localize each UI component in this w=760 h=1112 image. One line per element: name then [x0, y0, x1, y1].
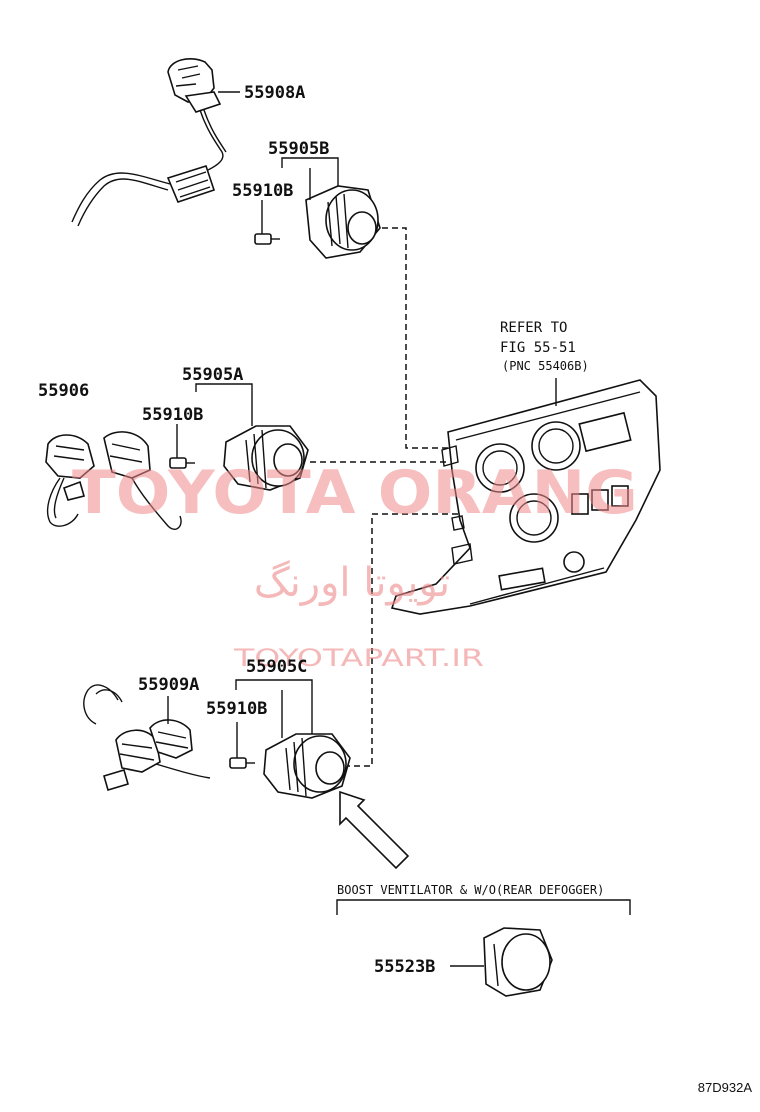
- condition-note: BOOST VENTILATOR & W/O(REAR DEFOGGER): [337, 883, 604, 897]
- part-55906-harness: [45, 431, 182, 530]
- label-55909A: 55909A: [138, 675, 199, 695]
- part-55908A-harness: [71, 58, 227, 227]
- label-55910B-mid: 55910B: [142, 405, 203, 425]
- label-55523B: 55523B: [374, 957, 435, 977]
- part-55523B-knob: [483, 927, 553, 997]
- label-55910B-low: 55910B: [206, 699, 267, 719]
- watermark-site: TOYOTAPART.IR: [233, 644, 484, 672]
- screw-55910B-mid: [169, 457, 195, 469]
- label-55908A: 55908A: [244, 83, 305, 103]
- screw-55910B-low: [229, 757, 255, 769]
- refer-line-3: (PNC 55406B): [502, 359, 589, 373]
- refer-line-1: REFER TO: [500, 320, 567, 336]
- refer-line-2: FIG 55-51: [500, 340, 576, 356]
- label-55905B: 55905B: [268, 139, 329, 159]
- watermark-persian: تویوتا اورنگ: [254, 560, 450, 606]
- label-55906: 55906: [38, 381, 89, 401]
- watermark-latin: TOYOTA ORANG: [72, 458, 638, 528]
- part-55905A-knob: [223, 425, 309, 491]
- part-55905B-knob: [305, 185, 381, 259]
- heater-control-panel: [390, 379, 661, 615]
- diagram-code: 87D932A: [698, 1080, 753, 1095]
- label-55905A: 55905A: [182, 365, 243, 385]
- screw-55910B-top: [254, 233, 280, 245]
- label-55910B-top: 55910B: [232, 181, 293, 201]
- arrow-indicator: [339, 790, 410, 870]
- part-55905C-knob: [263, 733, 351, 799]
- part-55909A-harness: [83, 684, 211, 791]
- label-55905C: 55905C: [246, 657, 307, 677]
